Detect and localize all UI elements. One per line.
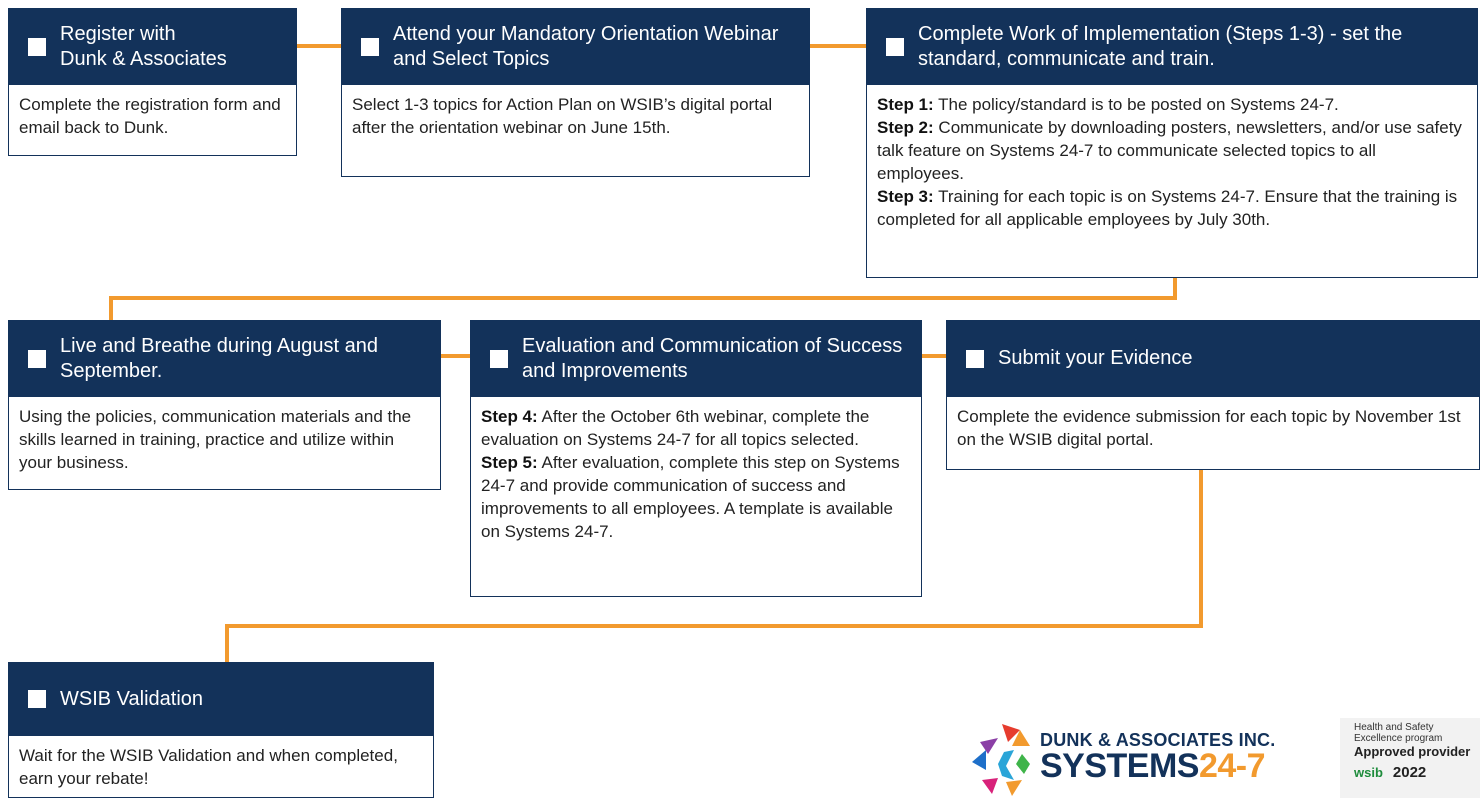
- step-item: Step 4: After the October 6th webinar, c…: [481, 407, 870, 449]
- step-header: Submit your Evidence: [946, 320, 1480, 397]
- wsib-logo-icon: wsib: [1354, 765, 1383, 780]
- checkbox-icon[interactable]: [886, 37, 904, 56]
- step-title: WSIB Validation: [60, 687, 204, 710]
- step-header: Attend your Mandatory Orientation Webina…: [341, 8, 810, 85]
- step-description: Select 1-3 topics for Action Plan on WSI…: [352, 95, 773, 137]
- logo-company-name: DUNK & ASSOCIATES INC.: [1040, 730, 1276, 750]
- step-body: Complete the evidence submission for eac…: [946, 397, 1480, 470]
- step-header: Live and Breathe during August and Septe…: [8, 320, 441, 397]
- step-card-live-and-breathe: Live and Breathe during August and Septe…: [8, 320, 441, 490]
- step-description: Wait for the WSIB Validation and when co…: [19, 746, 398, 788]
- step-card-implementation: Complete Work of Implementation (Steps 1…: [866, 8, 1478, 278]
- checkbox-icon[interactable]: [28, 37, 46, 56]
- step-title: Submit your Evidence: [998, 347, 1193, 369]
- checkbox-icon[interactable]: [28, 349, 46, 368]
- step-item: Step 2: Communicate by downloading poste…: [877, 118, 1462, 183]
- badge-year: 2022: [1392, 764, 1427, 781]
- step-card-evaluation: Evaluation and Communication of Success …: [470, 320, 922, 597]
- step-title: Complete Work of Implementation (Steps 1…: [918, 22, 1403, 70]
- checkbox-icon[interactable]: [966, 349, 984, 368]
- step-header: WSIB Validation: [8, 662, 434, 736]
- step-title: Register with Dunk & Associates: [60, 22, 227, 70]
- step-item: Step 1: The policy/standard is to be pos…: [877, 95, 1339, 114]
- connector-3-4: [109, 278, 1177, 320]
- step-body: Using the policies, communication materi…: [8, 397, 441, 490]
- step-description: Complete the registration form and email…: [19, 95, 281, 137]
- step-description: Using the policies, communication materi…: [19, 407, 412, 472]
- step-item: Step 5: After evaluation, complete this …: [481, 453, 900, 541]
- step-card-register: Register with Dunk & Associates Complete…: [8, 8, 297, 156]
- step-header: Register with Dunk & Associates: [8, 8, 297, 85]
- systems-247-logo-icon: [972, 724, 1030, 796]
- checkbox-icon[interactable]: [28, 690, 46, 708]
- badge-brand-row: wsib 2022: [1354, 764, 1480, 781]
- step-title: Attend your Mandatory Orientation Webina…: [393, 22, 779, 70]
- logo-product-name: SYSTEMS24-7: [1040, 747, 1266, 785]
- step-title: Live and Breathe during August and Septe…: [60, 334, 379, 382]
- step-header: Evaluation and Communication of Success …: [470, 320, 922, 397]
- step-title: Evaluation and Communication of Success …: [522, 334, 903, 382]
- badge-approved-label: Approved provider: [1354, 744, 1471, 759]
- step-card-orientation: Attend your Mandatory Orientation Webina…: [341, 8, 810, 177]
- step-body: Complete the registration form and email…: [8, 85, 297, 156]
- step-item: Step 3: Training for each topic is on Sy…: [877, 187, 1458, 229]
- step-card-submit-evidence: Submit your Evidence Complete the eviden…: [946, 320, 1480, 470]
- step-body: Step 4: After the October 6th webinar, c…: [470, 397, 922, 597]
- step-body: Step 1: The policy/standard is to be pos…: [866, 85, 1478, 278]
- checkbox-icon[interactable]: [490, 349, 508, 368]
- step-header: Complete Work of Implementation (Steps 1…: [866, 8, 1478, 85]
- step-card-wsib-validation: WSIB Validation Wait for the WSIB Valida…: [8, 662, 434, 798]
- step-body: Select 1-3 topics for Action Plan on WSI…: [341, 85, 810, 177]
- step-body: Wait for the WSIB Validation and when co…: [8, 736, 434, 798]
- step-description: Complete the evidence submission for eac…: [957, 407, 1461, 449]
- checkbox-icon[interactable]: [361, 37, 379, 56]
